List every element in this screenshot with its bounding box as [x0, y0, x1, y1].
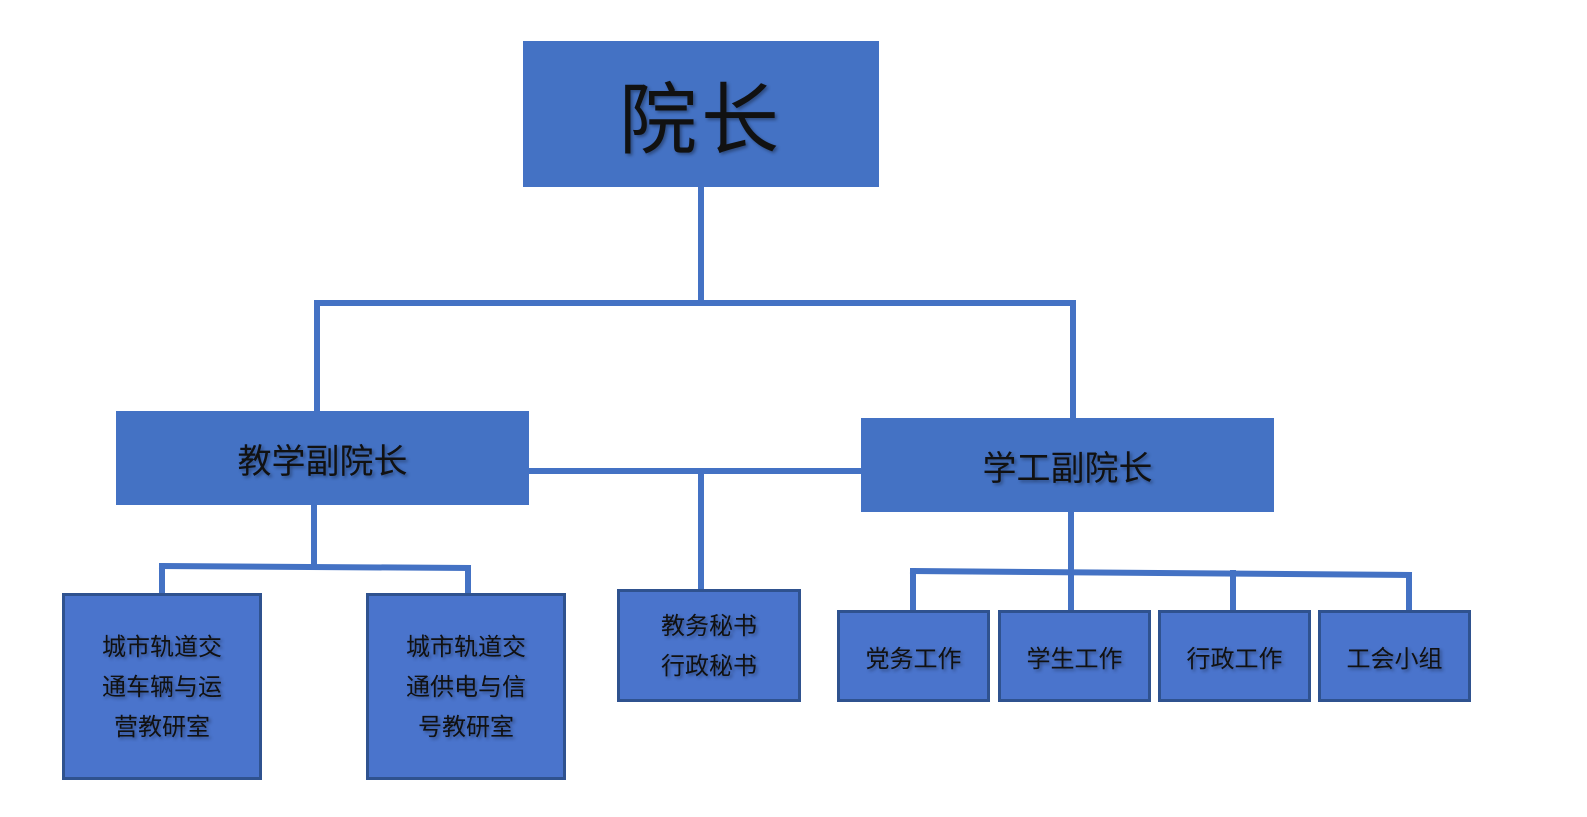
- union-group-label: 工会小组: [1346, 644, 1443, 673]
- lab-power-signal-node: 城市轨道交 通供电与信 号教研室: [366, 593, 566, 780]
- secretary-label: 教务秘书 行政秘书: [661, 611, 757, 680]
- union-group-node: 工会小组: [1318, 610, 1471, 702]
- party-work-node: 党务工作: [837, 610, 990, 702]
- secretary-node: 教务秘书 行政秘书: [617, 589, 801, 702]
- vp-teaching-node: 教学副院长: [116, 411, 529, 505]
- connector-teaching-bar: [158, 562, 472, 572]
- lab-power-signal-label: 城市轨道交 通供电与信 号教研室: [406, 632, 526, 741]
- vp-teaching-label: 教学副院长: [237, 441, 408, 482]
- connector-student-bar: [909, 567, 1413, 579]
- director-label: 院长: [618, 76, 783, 166]
- director-node: 院长: [523, 41, 879, 187]
- lab-vehicle-operation-node: 城市轨道交 通车辆与运 营教研室: [62, 593, 262, 780]
- lab-vehicle-operation-label: 城市轨道交 通车辆与运 营教研室: [102, 632, 222, 741]
- party-work-label: 党务工作: [865, 644, 962, 673]
- vp-student-affairs-node: 学工副院长: [861, 418, 1274, 512]
- admin-work-label: 行政工作: [1186, 644, 1283, 673]
- student-work-label: 学生工作: [1026, 644, 1123, 673]
- vp-student-affairs-label: 学工副院长: [982, 448, 1153, 489]
- student-work-node: 学生工作: [998, 610, 1151, 702]
- admin-work-node: 行政工作: [1158, 610, 1311, 702]
